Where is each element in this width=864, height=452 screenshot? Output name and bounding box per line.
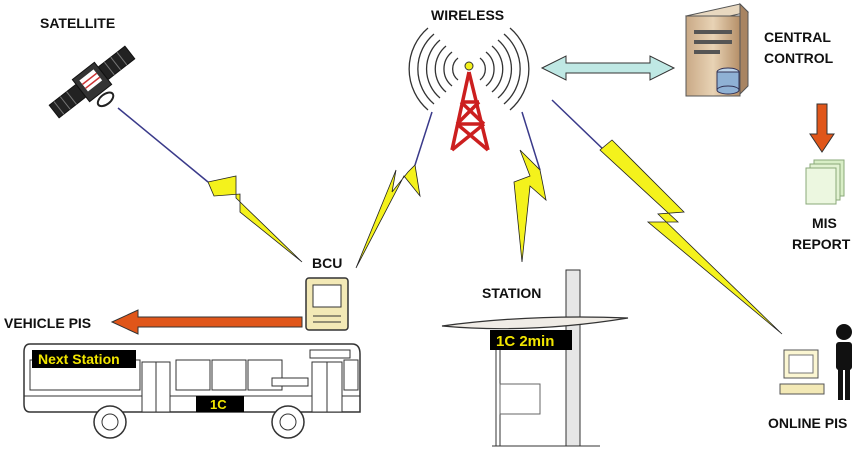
bus-route-sign (196, 396, 244, 412)
wireless-label: WIRELESS (431, 7, 504, 23)
wireless-tower-icon (408, 27, 530, 152)
report-documents-icon (805, 159, 845, 205)
bus-shelter-icon (441, 269, 629, 447)
station-label: STATION (482, 285, 541, 301)
link-tower-online-pis (551, 99, 783, 335)
central-control-label-1: CENTRAL (764, 29, 831, 45)
bcu-device-icon (305, 277, 349, 331)
computer-icon (779, 349, 825, 395)
vehicle-pis-label: VEHICLE PIS (4, 315, 91, 331)
satellite-icon (48, 45, 136, 119)
mis-label-2: REPORT (792, 236, 851, 252)
satellite-label: SATELLITE (40, 15, 115, 31)
link-tower-bcu (355, 111, 433, 269)
link-satellite-bcu (117, 107, 303, 263)
bcu-label: BCU (312, 255, 342, 271)
station-display-sign (490, 330, 572, 350)
station-display-text: 1C 2min (496, 333, 554, 350)
left-arrow-icon (110, 309, 303, 335)
bus-route-text: 1C (210, 397, 227, 412)
bus-next-station-sign (32, 350, 136, 368)
double-arrow-icon (540, 55, 676, 81)
person-icon (836, 324, 852, 400)
down-arrow-icon (809, 103, 835, 153)
mis-label-1: MIS (812, 215, 837, 231)
central-control-label-2: CONTROL (764, 50, 834, 66)
next-station-text: Next Station (38, 351, 120, 367)
server-icon (685, 2, 749, 97)
link-tower-station (513, 111, 547, 263)
online-pis-label: ONLINE PIS (768, 415, 847, 431)
